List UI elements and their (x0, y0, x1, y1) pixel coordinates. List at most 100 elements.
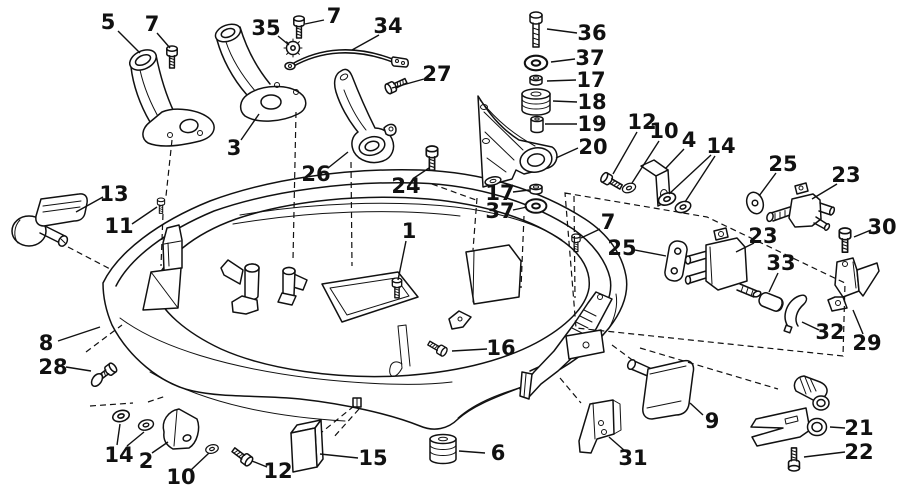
callout-part-35-2: 35 (251, 16, 280, 40)
leader-part-30-26-0 (853, 229, 872, 238)
callout-part-12-20: 12 (627, 110, 656, 134)
leader-part-29-32-0 (852, 309, 864, 335)
fuel-valve-23b (684, 227, 762, 298)
bolt-36 (529, 11, 543, 48)
screw-12b (598, 170, 625, 193)
leader-part-6-40-0 (458, 450, 486, 454)
dashed-line-2 (292, 111, 297, 261)
dashed-line-12 (332, 408, 360, 439)
ground-strap-34 (284, 49, 409, 71)
cover-mount-boss (465, 244, 522, 305)
callout-part-7-1: 7 (145, 12, 160, 36)
screw-12a (229, 444, 255, 468)
bracket-5 (129, 49, 215, 147)
screw-24 (425, 145, 439, 172)
leader-part-1-11-0 (397, 240, 407, 281)
callout-part-25-24: 25 (768, 152, 797, 176)
callout-part-18-15: 18 (577, 90, 606, 114)
leader-part-14-23-1 (684, 155, 716, 203)
cover-corner-line (608, 293, 618, 329)
callout-part-16-41: 16 (486, 336, 515, 360)
callout-part-12-38: 12 (263, 459, 292, 483)
leader-part-5-0-0 (117, 30, 141, 54)
spacer-19 (530, 115, 544, 134)
dashed-line-1 (160, 213, 164, 267)
leader-part-11-10-0 (131, 206, 158, 225)
callout-leader-lines (57, 19, 872, 471)
handle-13 (11, 193, 88, 247)
callout-part-14-35: 14 (104, 443, 133, 467)
screw-7a (166, 45, 178, 69)
dashed-line-0 (165, 139, 173, 197)
callout-part-29-32: 29 (852, 331, 881, 355)
assembly-dashed-lines (67, 111, 846, 439)
callout-part-34-4: 34 (373, 14, 402, 38)
leader-part-31-42-0 (608, 436, 626, 452)
leader-part-2-36-0 (151, 441, 169, 454)
callout-part-25-28: 25 (607, 236, 636, 260)
callout-part-7-3: 7 (327, 4, 342, 28)
star-washer-35 (283, 38, 303, 58)
leader-part-22-45-0 (803, 451, 846, 458)
dashed-line-13 (559, 377, 582, 404)
leader-part-23-29-0 (735, 242, 755, 253)
leader-part-20-17-0 (555, 147, 579, 159)
leader-part-24-8-0 (413, 167, 430, 179)
callout-part-30-26: 30 (867, 215, 896, 239)
cover-right-bracket (519, 291, 613, 400)
dashed-line-8 (85, 324, 123, 353)
callout-part-4-22: 4 (682, 128, 697, 152)
cover-clamp-right (277, 266, 308, 306)
leader-part-26-7-0 (327, 151, 349, 169)
dashed-line-16 (431, 183, 477, 201)
callout-part-27-5: 27 (422, 62, 451, 86)
leader-part-3-6-0 (240, 113, 260, 141)
callout-part-31-42: 31 (618, 446, 647, 470)
bracket-31 (578, 399, 622, 454)
cover-latch-rod (389, 310, 472, 377)
washer-37a (523, 54, 549, 72)
leader-part-15-39-0 (319, 453, 359, 459)
mount-grommet-18 (521, 88, 551, 116)
dashed-line-10 (147, 395, 167, 403)
leader-part-14-35-0 (116, 423, 121, 446)
callout-part-6-40: 6 (491, 441, 506, 465)
leader-part-10-21-0 (631, 140, 660, 184)
callout-part-17-18: 17 (485, 181, 514, 205)
cylinder-33 (758, 292, 784, 312)
leader-part-17-18-0 (512, 189, 530, 193)
dashed-line-11 (321, 405, 355, 433)
leader-part-17-14-0 (546, 79, 577, 82)
callout-part-3-6: 3 (227, 136, 242, 160)
callout-part-26-7: 26 (301, 162, 330, 186)
callout-part-19-16: 19 (577, 112, 606, 136)
callout-part-22-45: 22 (844, 440, 873, 464)
callout-part-10-21: 10 (649, 119, 678, 143)
leader-part-23-25-0 (811, 183, 838, 200)
callout-part-9-43: 9 (705, 409, 720, 433)
screw-27 (383, 75, 409, 96)
leader-part-21-44-0 (829, 426, 846, 429)
callout-part-37-19: 37 (485, 199, 514, 223)
leader-part-25-28-0 (634, 249, 667, 257)
leader-part-34-4-0 (351, 34, 380, 51)
leader-part-14-35-1 (126, 431, 145, 447)
leader-part-35-2-0 (277, 35, 290, 46)
screw-7b (293, 15, 305, 39)
callout-part-15-39: 15 (358, 446, 387, 470)
cover-clamp-left (220, 259, 260, 315)
bracket-26 (333, 68, 397, 164)
washer-10b (620, 180, 638, 196)
callout-part-1-11: 1 (402, 219, 417, 243)
fuel-valve-23a (766, 182, 836, 231)
leader-part-37-13-0 (550, 58, 576, 63)
dashed-boundary-box (564, 192, 846, 357)
leader-part-14-23-0 (668, 154, 712, 195)
lower-engine-cover (102, 169, 628, 430)
screw-30 (838, 227, 852, 254)
leader-part-9-43-0 (689, 402, 704, 416)
dashed-line-5 (520, 215, 525, 289)
